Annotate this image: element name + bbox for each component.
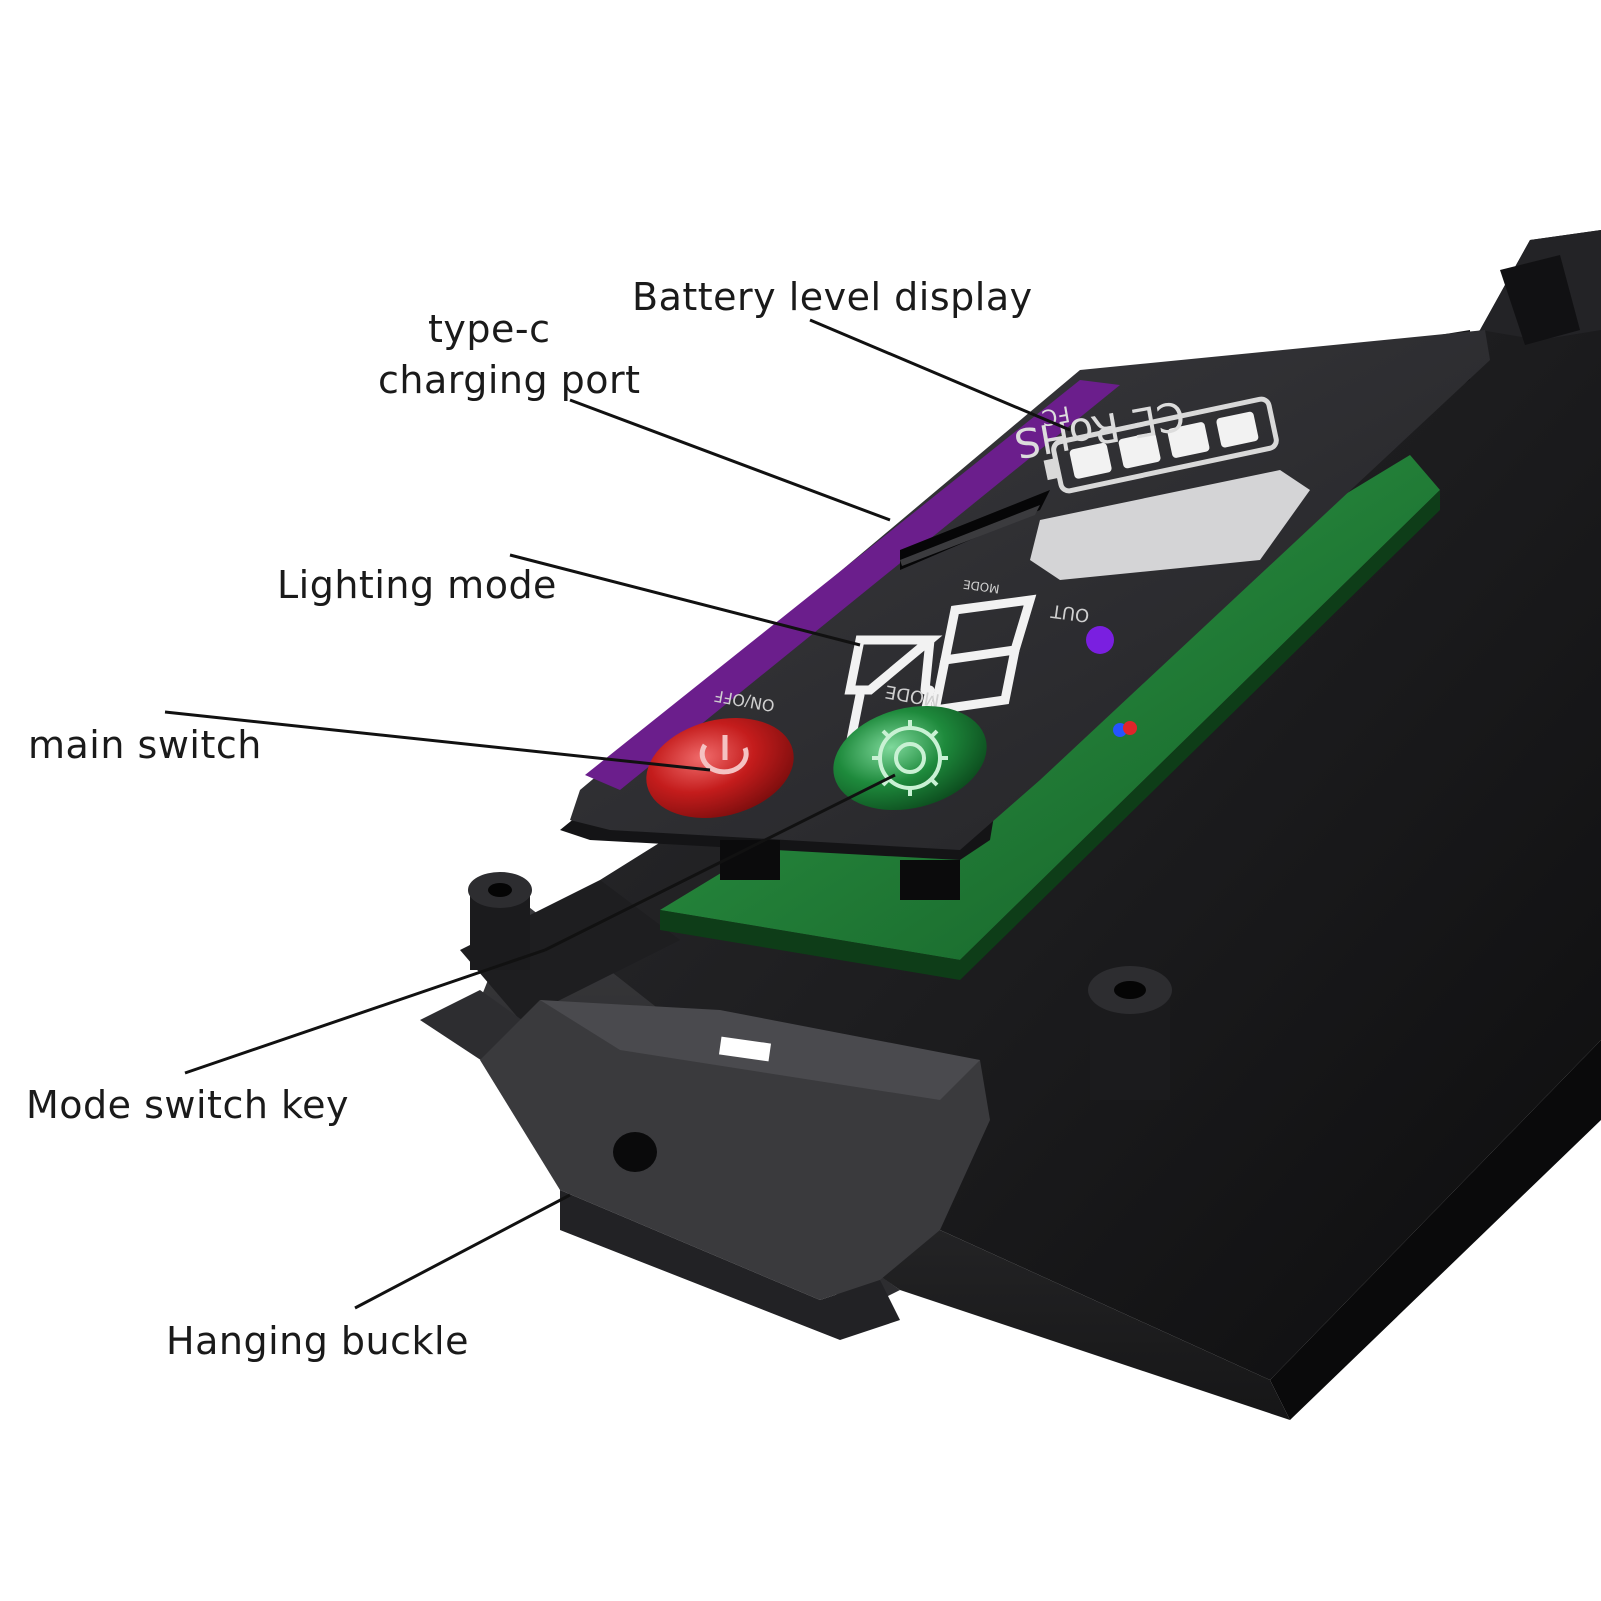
out-led <box>1086 626 1114 654</box>
leader-lighting <box>509 553 861 647</box>
screw-post-left <box>468 872 532 970</box>
battery-bar <box>1167 422 1210 458</box>
label-main-switch: main switch <box>28 723 262 767</box>
label-type-c-line2: charging port <box>378 358 641 403</box>
gear-icon <box>872 720 948 796</box>
leader-battery <box>809 318 1071 432</box>
panel-mode-small: MODE <box>962 577 1000 596</box>
power-icon <box>699 743 749 775</box>
label-hanging-buckle: Hanging buckle <box>166 1319 469 1363</box>
leader-main-switch <box>164 710 711 772</box>
label-lighting-mode: Lighting mode <box>277 563 557 607</box>
hanging-buckle <box>480 1000 990 1340</box>
leader-mode-key-2 <box>544 773 896 952</box>
battery-level-indicator <box>1043 396 1279 494</box>
power-button[interactable] <box>636 703 805 832</box>
leader-type-c <box>569 398 891 522</box>
leader-buckle <box>354 1193 571 1310</box>
led-window <box>1030 470 1310 580</box>
label-mode-switch-key: Mode switch key <box>26 1083 350 1127</box>
leader-mode-key <box>184 948 546 1075</box>
leader-lines <box>164 318 1071 1310</box>
type-c-port <box>900 490 1050 570</box>
control-faceplate: MODE OUT ON/OFF MODE CE RoHS FC <box>560 330 1490 900</box>
label-battery-level-display: Battery level display <box>632 275 1033 319</box>
screw-post-right <box>1088 966 1172 1100</box>
battery-bar <box>1069 442 1112 479</box>
mode-button[interactable] <box>822 691 998 826</box>
battery-bar <box>1216 411 1259 448</box>
purple-edge-strip <box>585 380 1120 790</box>
label-type-c-line1: type-c <box>428 307 551 351</box>
label-type-c-charging-port: type-c charging port <box>378 304 641 407</box>
battery-bar <box>1118 432 1161 469</box>
